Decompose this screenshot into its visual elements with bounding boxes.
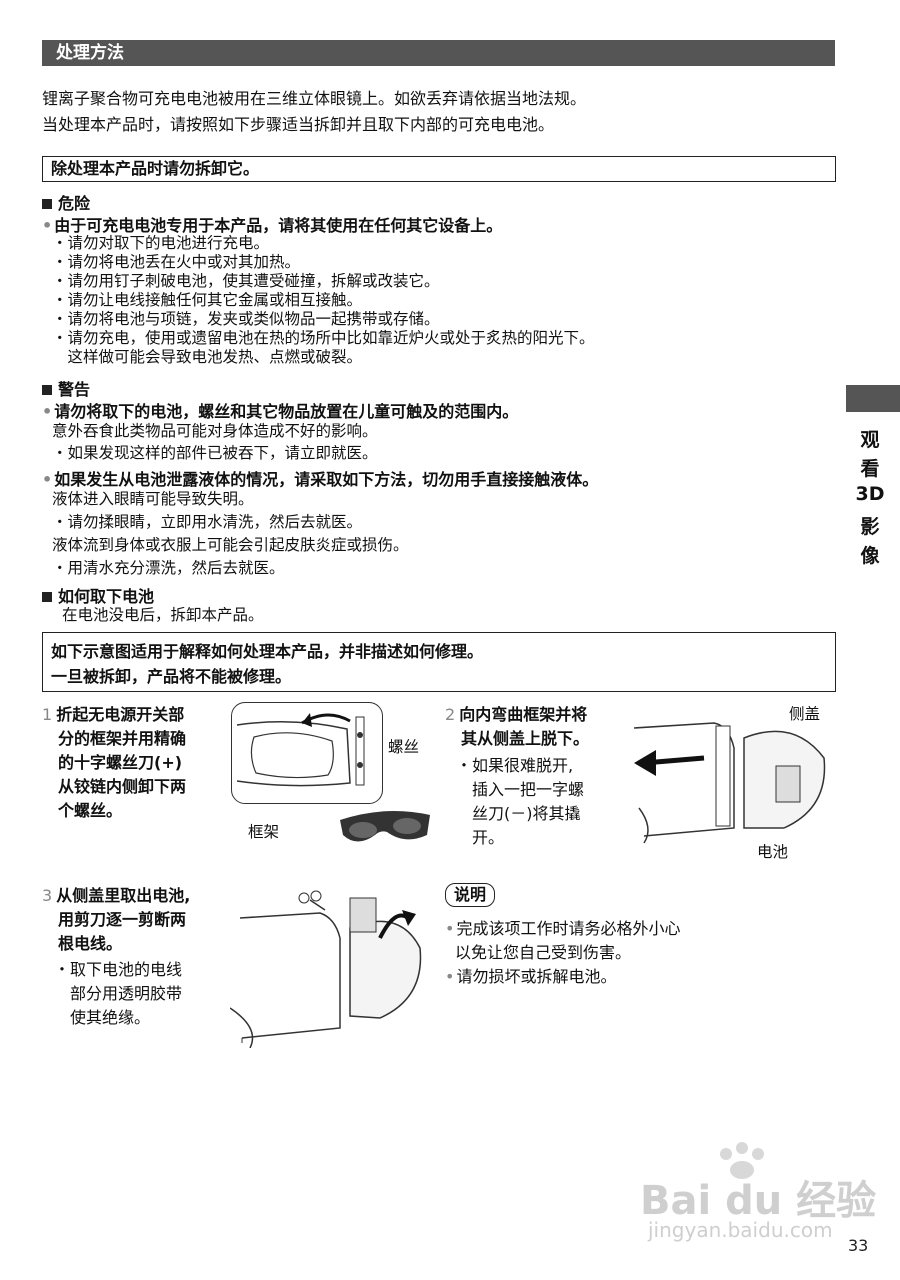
step-3-line: 根电线。 [58, 934, 123, 953]
danger-bullet-text: 由于可充电电池专用于本产品，请将其使用在任何其它设备上。 [54, 216, 503, 235]
step-1-line-text: 折起无电源开关部 [56, 705, 185, 724]
note-item-text: 完成该项工作时请务必格外小心 [456, 919, 681, 938]
glasses-thumbnail-icon [340, 811, 430, 842]
square-bullet-icon [42, 385, 52, 395]
step-1-line: 分的框架并用精确 [58, 729, 187, 748]
step-3-sub-line: 使其绝缘。 [54, 1008, 151, 1027]
watermark-brand: Bai du 经验 [640, 1178, 877, 1224]
step-2-line-text: 向内弯曲框架并将 [459, 705, 588, 724]
warning-bullet-2-lines: 液体进入眼睛可能导致失明。 ・请勿揉眼睛，立即用水清洗，然后去就医。 液体流到身… [52, 488, 409, 580]
note-list: •完成该项工作时请务必格外小心 以免让您自己受到伤害。 •请勿损坏或拆解电池。 [445, 917, 680, 989]
battery-removal-illustration [230, 890, 422, 1048]
side-tab-bar [846, 385, 900, 412]
step-2-line: 其从侧盖上脱下。 [461, 729, 590, 748]
side-tab-char: 影 [860, 516, 880, 538]
warning-bullet-1: •请勿将取下的电池，螺丝和其它物品放置在儿童可触及的范围内。 [42, 398, 518, 422]
warning-line: ・请勿揉眼睛，立即用水清洗，然后去就医。 [52, 513, 363, 531]
section-title: 处理方法 [42, 40, 835, 66]
warning-bullet-1-text: 请勿将取下的电池，螺丝和其它物品放置在儿童可触及的范围内。 [54, 402, 519, 421]
paw-icon [720, 1142, 764, 1179]
step-1-line: 的十字螺丝刀(+) [58, 753, 183, 772]
side-cover-illustration [634, 722, 826, 844]
step-number: 2 [445, 705, 456, 724]
notice-box: 除处理本产品时请勿拆卸它。 [42, 156, 836, 182]
glasses-frame-icon [236, 713, 365, 787]
diagram-box: 如下示意图适用于解释如何处理本产品，并非描述如何修理。 一旦被拆卸，产品将不能被… [42, 632, 836, 692]
danger-bullet: •由于可充电电池专用于本产品，请将其使用在任何其它设备上。 [42, 212, 502, 236]
step-number: 1 [42, 705, 53, 724]
danger-item: ・请勿将电池丢在火中或对其加热。 [52, 253, 301, 271]
danger-heading: 危险 [42, 190, 90, 214]
note-item: •请勿损坏或拆解电池。 [445, 965, 680, 989]
diagram-box-line: 如下示意图适用于解释如何处理本产品，并非描述如何修理。 [51, 642, 484, 661]
danger-item: ・请勿将电池与项链，发夹或类似物品一起携带或存储。 [52, 310, 440, 328]
diagram-box-line: 一旦被拆卸，产品将不能被修理。 [51, 667, 292, 686]
dot-icon: • [445, 967, 455, 986]
danger-item: ・请勿用钉子刺破电池，使其遭受碰撞，拆解或改装它。 [52, 272, 440, 290]
danger-list: ・请勿对取下的电池进行充电。 ・请勿将电池丢在火中或对其加热。 ・请勿用钉子刺破… [52, 234, 595, 367]
dot-icon: • [42, 216, 53, 235]
screws-label: 螺丝 [388, 738, 420, 756]
warning-line: ・用清水充分漂洗，然后去就医。 [52, 559, 285, 577]
step-2-sub: ・如果很难脱开, 插入一把一字螺 丝刀(－)将其撬 开。 [456, 754, 584, 850]
dot-icon: • [42, 470, 53, 489]
step-3-sub: ・取下电池的电线 部分用透明胶带 使其绝缘。 [54, 958, 182, 1030]
step-2-sub-line: 插入一把一字螺 [456, 780, 585, 799]
step-3-sub-line: ・取下电池的电线 [54, 960, 183, 979]
side-tab-char: 看 [860, 458, 880, 480]
square-bullet-icon [42, 199, 52, 209]
step-2-sub-line: 开。 [456, 828, 505, 847]
remove-heading: 如何取下电池 [42, 583, 154, 607]
warning-heading-text: 警告 [58, 380, 91, 399]
warning-bullet-2-text: 如果发生从电池泄露液体的情况，请采取如下方法，切勿用手直接接触液体。 [54, 470, 599, 489]
warning-line: 意外吞食此类物品可能对身体造成不好的影响。 [52, 422, 378, 440]
dot-icon: • [445, 919, 455, 938]
note-item: •完成该项工作时请务必格外小心 [445, 917, 680, 941]
danger-item: 这样做可能会导致电池发热、点燃或破裂。 [52, 348, 363, 366]
warning-line: 液体进入眼睛可能导致失明。 [52, 490, 254, 508]
step-1-line: 从铰链内侧卸下两 [58, 777, 187, 796]
warning-line: 液体流到身体或衣服上可能会引起皮肤炎症或损伤。 [52, 536, 409, 554]
step-number: 3 [42, 886, 53, 905]
remove-heading-text: 如何取下电池 [58, 587, 155, 606]
step-2-sub-line: ・如果很难脱开, [456, 756, 574, 775]
side-tab-char: 3D [855, 483, 885, 505]
step-3-line: 用剪刀逐一剪断两 [58, 910, 187, 929]
page-number: 33 [848, 1236, 869, 1255]
warning-bullet-2: •如果发生从电池泄露液体的情况，请采取如下方法，切勿用手直接接触液体。 [42, 466, 598, 490]
danger-item: ・请勿让电线接触任何其它金属或相互接触。 [52, 291, 363, 309]
warning-bullet-1-lines: 意外吞食此类物品可能对身体造成不好的影响。 ・如果发现这样的部件已被吞下，请立即… [52, 420, 378, 464]
step-3-sub-line: 部分用透明胶带 [54, 984, 183, 1003]
step-1-illustration [231, 702, 383, 804]
intro-line-2: 当处理本产品时，请按照如下步骤适当拆卸并且取下内部的可充电电池。 [42, 115, 555, 134]
square-bullet-icon [42, 592, 52, 602]
step-2-sub-line: 丝刀(－)将其撬 [456, 804, 581, 823]
step-1-line: 个螺丝。 [58, 801, 123, 820]
note-item: 以免让您自己受到伤害。 [455, 943, 632, 962]
side-tab-char: 像 [860, 545, 880, 567]
note-title: 说明 [445, 883, 496, 907]
remove-text: 在电池没电后，拆卸本产品。 [62, 606, 264, 624]
warning-line: ・如果发现这样的部件已被吞下，请立即就医。 [52, 444, 378, 462]
warning-heading: 警告 [42, 376, 90, 400]
intro-line-1: 锂离子聚合物可充电电池被用在三维立体眼镜上。如欲丢弃请依据当地法规。 [42, 89, 587, 108]
side-cover-label: 侧盖 [789, 705, 821, 723]
watermark-url: jingyan.baidu.com [648, 1218, 833, 1242]
danger-item: ・请勿对取下的电池进行充电。 [52, 234, 270, 252]
side-tab-char: 观 [860, 429, 880, 451]
frame-label: 框架 [248, 823, 280, 841]
dot-icon: • [42, 402, 53, 421]
battery-label: 电池 [757, 843, 789, 861]
danger-heading-text: 危险 [58, 194, 91, 213]
step-3-line-text: 从侧盖里取出电池, [56, 886, 191, 905]
note-item-text: 请勿损坏或拆解电池。 [456, 967, 617, 986]
danger-item: ・请勿充电，使用或遗留电池在热的场所中比如靠近炉火或处于炙热的阳光下。 [52, 329, 595, 347]
